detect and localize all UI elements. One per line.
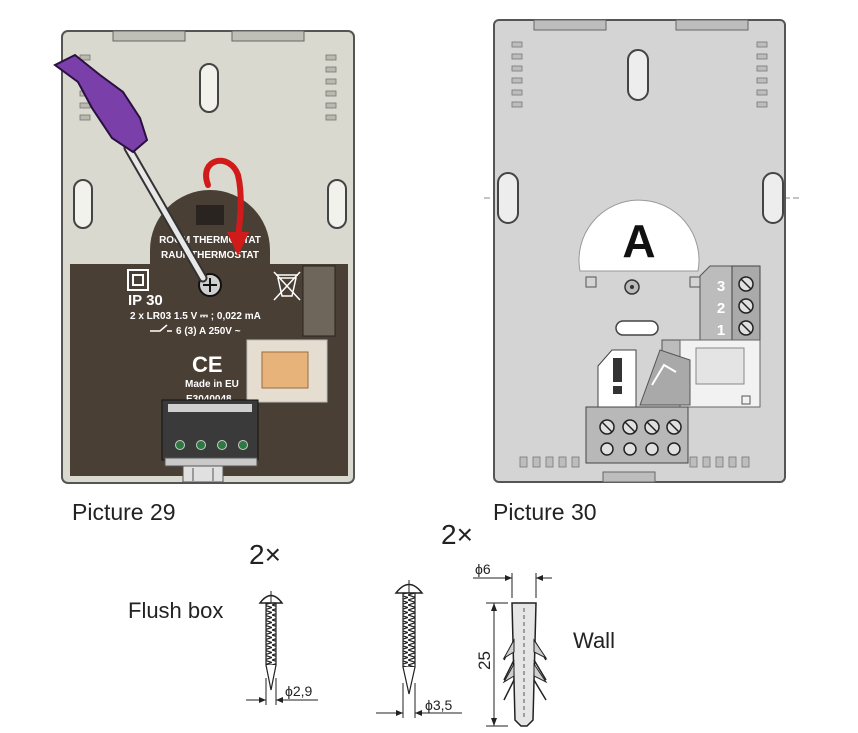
product-label-area xyxy=(70,190,348,477)
wall-plug xyxy=(473,573,552,727)
mounting-slot-left-30 xyxy=(497,172,519,224)
battery-compartment xyxy=(261,351,309,389)
mounting-slot-top xyxy=(199,63,219,113)
plug-diameter-label: ϕ6 xyxy=(475,561,491,577)
screwdriver-handle xyxy=(53,53,149,154)
ce-mark: CE xyxy=(192,352,223,377)
mounting-slot-right xyxy=(327,179,347,229)
mounting-slot-right-30 xyxy=(762,172,784,224)
diameter-small-label: ϕ2,9 xyxy=(285,683,313,699)
label-line-1: ROOM THERMOSTAT xyxy=(159,235,261,246)
double-insulation-icon xyxy=(127,269,149,291)
screwdriver xyxy=(53,53,208,283)
terminal-number-3: 3 xyxy=(717,278,725,295)
rotation-arrow-icon xyxy=(203,157,249,256)
picture-30-device: A 3 2 1 xyxy=(484,19,800,483)
ip-rating: IP 30 xyxy=(128,292,163,309)
made-in-label: Made in EU xyxy=(185,379,239,390)
terminal-number-1: 1 xyxy=(717,322,725,339)
plug-length-label: 25 xyxy=(475,651,494,670)
spec-relay: 6 (3) A 250V ~ xyxy=(176,326,241,337)
screw-large xyxy=(376,580,462,718)
screw-small xyxy=(246,591,318,705)
weee-bin-icon xyxy=(273,271,301,301)
terminal-number-2: 2 xyxy=(717,300,725,317)
wall-label: Wall xyxy=(573,628,615,653)
exclamation-icon xyxy=(613,358,622,382)
screw-count-left: 2× xyxy=(249,539,281,570)
relay-switch-icon xyxy=(150,324,172,332)
mounting-slot-left xyxy=(73,179,93,229)
area-a-cutout xyxy=(578,199,700,272)
label-line-2: RAUMTHERMOSTAT xyxy=(161,250,259,261)
picture-29-caption: Picture 29 xyxy=(72,499,176,525)
mounting-slot-top-30 xyxy=(627,49,649,101)
picture-30-caption: Picture 30 xyxy=(493,499,597,525)
area-a-label: A xyxy=(622,215,655,267)
spec-battery: 2 x LR03 1.5 V ⎓ ; 0,022 mA xyxy=(130,311,261,322)
flush-box-label: Flush box xyxy=(128,598,224,623)
screw-count-right: 2× xyxy=(441,519,473,550)
diameter-large-label: ϕ3,5 xyxy=(425,697,453,713)
